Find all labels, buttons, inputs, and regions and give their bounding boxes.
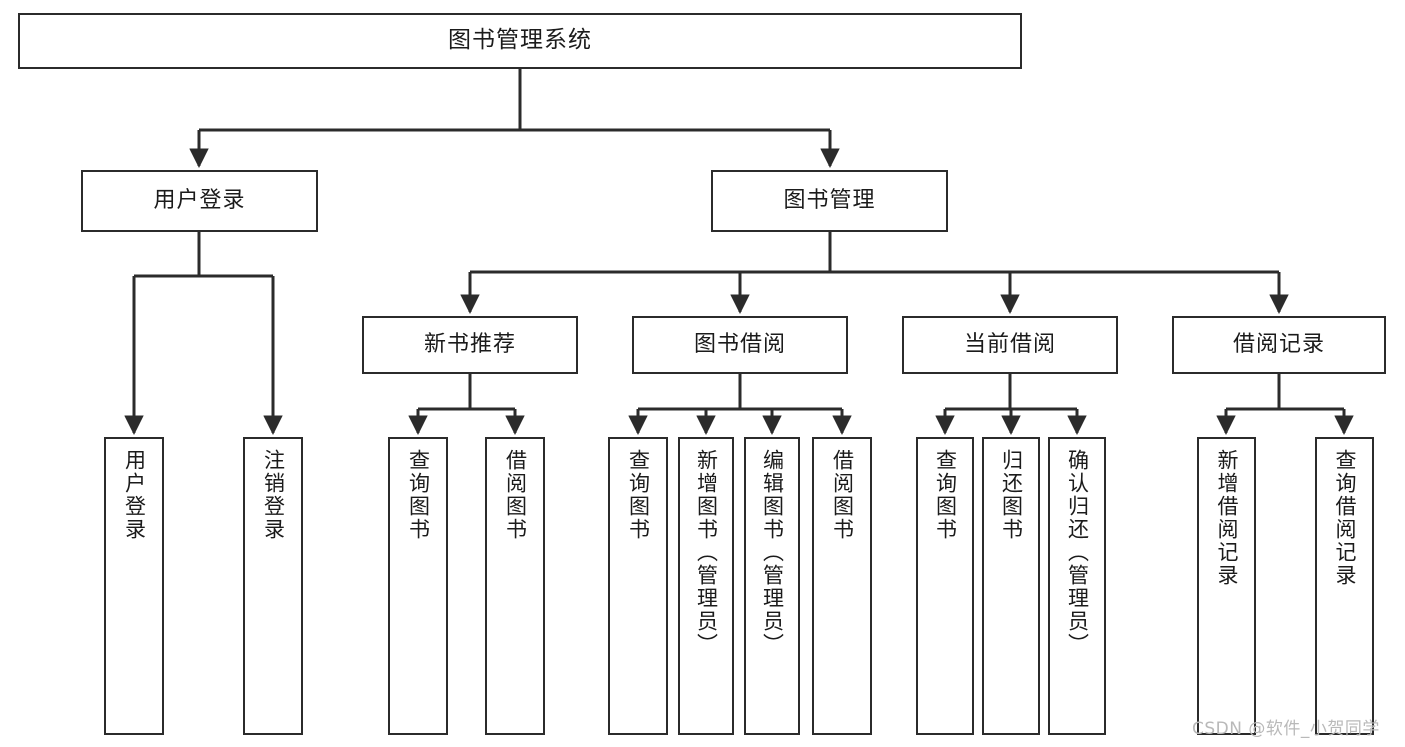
node-borrow-record[interactable]: 借阅记录 — [1172, 316, 1386, 374]
node-leaf-add-borrow-record[interactable]: 新增借阅记录 — [1197, 437, 1256, 735]
node-leaf-logout-label: 注销登录 — [261, 449, 286, 541]
node-current-borrow-label: 当前借阅 — [963, 331, 1056, 357]
node-leaf-return-book[interactable]: 归还图书 — [982, 437, 1040, 735]
node-leaf-edit-book-admin[interactable]: 编辑图书（管理员） — [744, 437, 800, 735]
node-root[interactable]: 图书管理系统 — [18, 13, 1022, 69]
node-leaf-add-book-admin-label: 新增图书（管理员） — [694, 449, 719, 656]
node-book-borrow[interactable]: 图书借阅 — [632, 316, 848, 374]
node-new-book-recommend-label: 新书推荐 — [423, 331, 516, 357]
node-leaf-borrow-book-label: 借阅图书 — [830, 449, 855, 541]
node-book-borrow-label: 图书借阅 — [693, 331, 786, 357]
node-new-book-recommend[interactable]: 新书推荐 — [362, 316, 578, 374]
node-leaf-query-borrow-record[interactable]: 查询借阅记录 — [1315, 437, 1374, 735]
node-user-login[interactable]: 用户登录 — [81, 170, 318, 232]
node-leaf-query-book-borrow[interactable]: 查询图书 — [608, 437, 668, 735]
node-leaf-confirm-return-admin[interactable]: 确认归还（管理员） — [1048, 437, 1106, 735]
node-current-borrow[interactable]: 当前借阅 — [902, 316, 1118, 374]
node-leaf-edit-book-admin-label: 编辑图书（管理员） — [760, 449, 785, 656]
node-leaf-user-login[interactable]: 用户登录 — [104, 437, 164, 735]
node-leaf-add-borrow-record-label: 新增借阅记录 — [1214, 449, 1239, 587]
node-leaf-borrow-book-recommend-label: 借阅图书 — [503, 449, 528, 541]
node-root-label: 图书管理系统 — [448, 27, 592, 54]
node-leaf-query-book-current-label: 查询图书 — [933, 449, 958, 541]
csdn-watermark: CSDN @软件_小贺同学 — [1192, 719, 1380, 739]
node-leaf-borrow-book-recommend[interactable]: 借阅图书 — [485, 437, 545, 735]
node-leaf-query-book-borrow-label: 查询图书 — [626, 449, 651, 541]
node-leaf-query-book-current[interactable]: 查询图书 — [916, 437, 974, 735]
node-leaf-query-book-recommend[interactable]: 查询图书 — [388, 437, 448, 735]
node-leaf-confirm-return-admin-label: 确认归还（管理员） — [1065, 449, 1090, 656]
node-leaf-return-book-label: 归还图书 — [999, 449, 1024, 541]
node-leaf-user-login-label: 用户登录 — [122, 449, 147, 541]
node-leaf-query-book-recommend-label: 查询图书 — [406, 449, 431, 541]
node-book-management[interactable]: 图书管理 — [711, 170, 948, 232]
node-book-management-label: 图书管理 — [783, 187, 876, 213]
node-leaf-borrow-book[interactable]: 借阅图书 — [812, 437, 872, 735]
node-borrow-record-label: 借阅记录 — [1232, 331, 1325, 357]
node-leaf-logout[interactable]: 注销登录 — [243, 437, 303, 735]
node-leaf-query-borrow-record-label: 查询借阅记录 — [1332, 449, 1357, 587]
node-leaf-add-book-admin[interactable]: 新增图书（管理员） — [678, 437, 734, 735]
node-user-login-label: 用户登录 — [153, 187, 246, 213]
